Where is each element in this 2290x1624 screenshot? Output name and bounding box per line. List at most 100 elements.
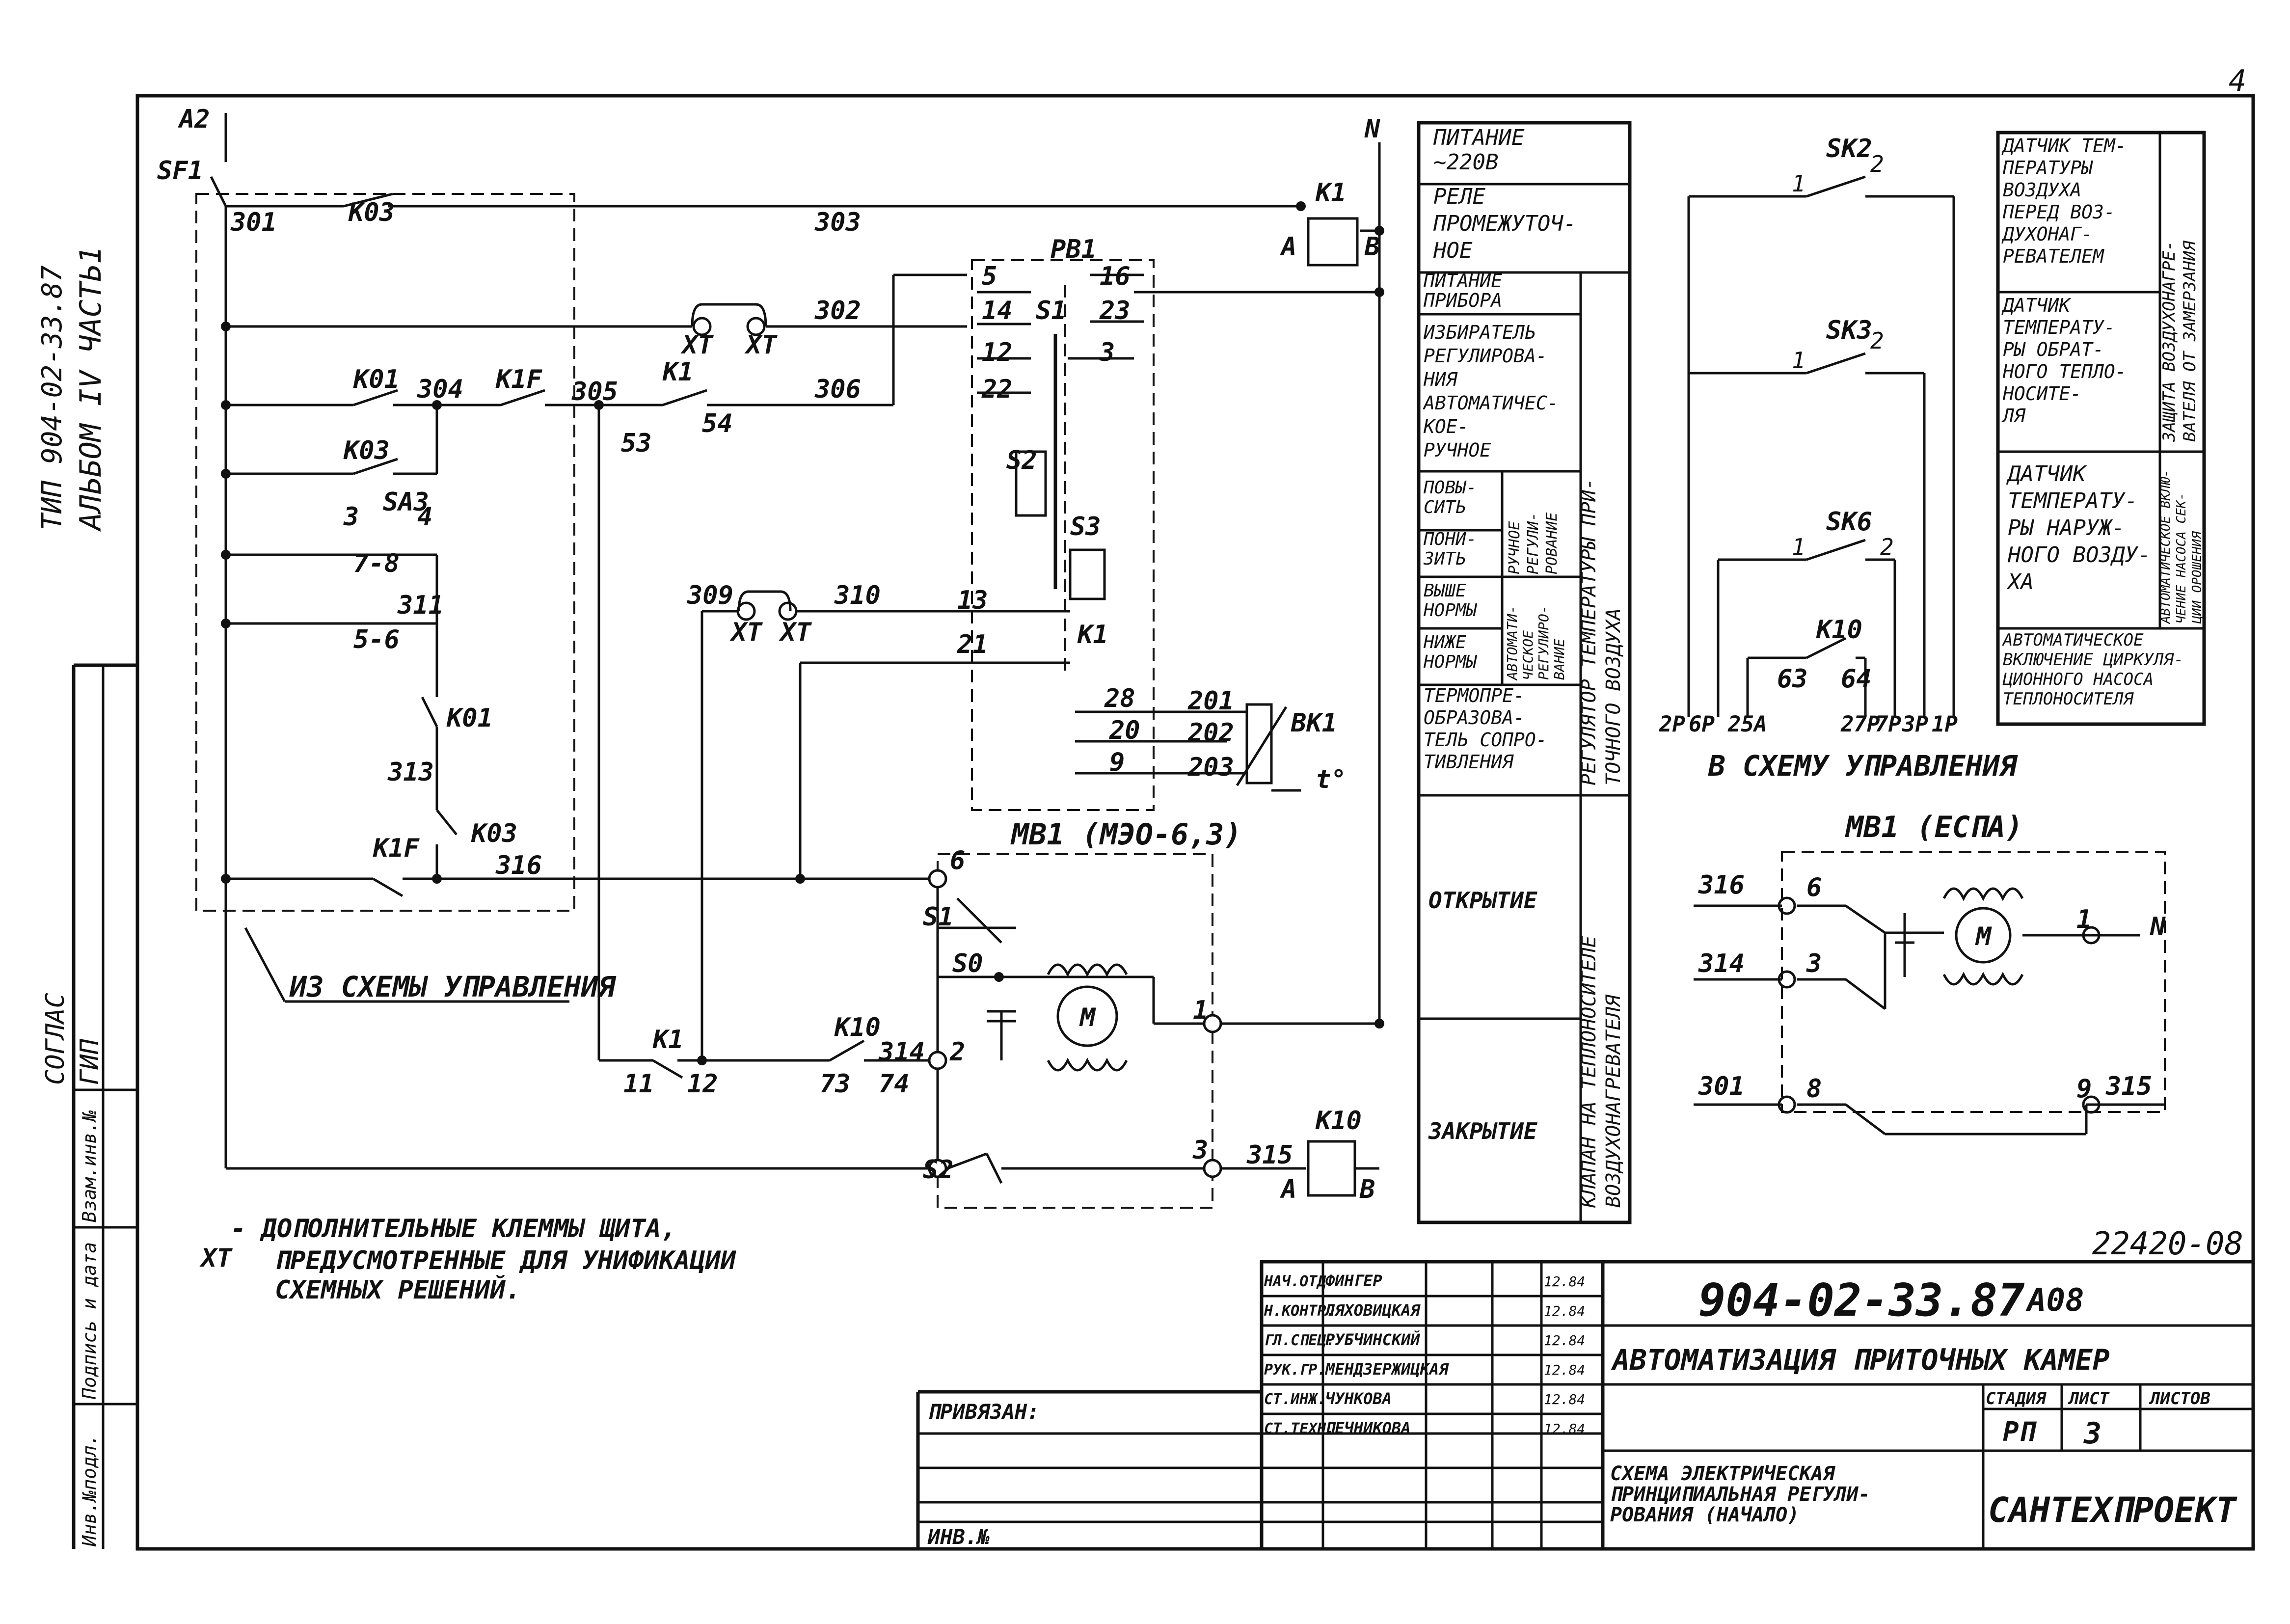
label-k03c: K03: [471, 819, 517, 848]
label-sa3: SA3: [383, 487, 429, 517]
sheet-value: 3: [2083, 1416, 2101, 1451]
legend-raise-line: СИТЬ: [1424, 497, 1466, 517]
legend-circulation-line: АВТОМАТИЧЕСКОЕ: [2002, 630, 2144, 650]
page-number: 4: [2229, 64, 2246, 98]
legend-mid-table: [1417, 121, 1632, 1224]
note-line-3: СХЕМНЫХ РЕШЕНИЙ.: [275, 1275, 521, 1305]
sk6-pin-2: 2: [1880, 534, 1894, 560]
label-s3: S3: [1070, 512, 1101, 541]
legend-circulation-line: ТЕПЛОНОСИТЕЛЯ: [2003, 689, 2134, 709]
legend-sensor-return-line: ТЕМПЕРАТУ-: [2003, 317, 2115, 338]
label-w203: 203: [1187, 753, 1234, 782]
legend-sensor-return-line: РЫ ОБРАТ-: [2003, 339, 2104, 360]
note-xt-symbol: XT: [199, 1244, 233, 1273]
label-c78: 7-8: [353, 549, 400, 578]
label-e1: 1: [2076, 905, 2092, 934]
label-e6: 6: [1806, 873, 1822, 902]
signature-name: РУБЧИНСКИЙ: [1325, 1330, 1420, 1349]
signature-name: ЛЯХОВИЦКАЯ: [1324, 1301, 1421, 1320]
signature-date: 12.84: [1544, 1332, 1585, 1349]
legend-relay-line: ПРОМЕЖУТОЧ-: [1433, 211, 1576, 236]
legend-sensor-outdoor-line: ДАТЧИК: [2006, 461, 2087, 487]
to-control-label: В СХЕМУ УПРАВЛЕНИЯ: [1708, 749, 2018, 783]
legend-manual-line: РОВАНИЕ: [1543, 513, 1561, 574]
legend-below-line: НИЖЕ: [1423, 632, 1466, 652]
signature-date: 12.84: [1544, 1421, 1585, 1437]
from-control-label: ИЗ СХЕМЫ УПРАВЛЕНИЯ: [289, 970, 617, 1003]
label-mb1: MB1 (МЭО-6,3): [1010, 817, 1242, 852]
sk2-pin-1: 1: [1792, 170, 1805, 197]
legend-auto-line: ВАНИЕ: [1551, 639, 1567, 680]
label-w201: 201: [1187, 686, 1234, 716]
label-w311: 311: [397, 591, 444, 620]
label-s1b: S1: [923, 902, 954, 932]
legend-valve-line: КЛАПАН НА ТЕПЛОНОСИТЕЛЕ: [1578, 936, 1600, 1208]
control-terminal: 1P: [1932, 712, 1958, 737]
inventory-label: ИНВ.№: [927, 1525, 990, 1549]
label-sa3_3: 3: [343, 502, 359, 532]
doc-code: 904-02-33.87: [1698, 1274, 2025, 1326]
legend-protection-line: ВАТЕЛЯ ОТ ЗАМЕРЗАНИЯ: [2180, 240, 2200, 442]
label-k10b: K10: [1315, 1106, 1362, 1136]
label-t6: 6: [950, 846, 965, 875]
legend-sensor-supply-line: ДАТЧИК ТЕМ-: [2001, 135, 2127, 157]
label-sa3_4: 4: [417, 502, 432, 532]
legend-sensor-supply-line: ПЕРЕД ВОЗ-: [2002, 201, 2115, 223]
legend-pump-line: ЧЕНИЕ НАСОСА СЕК-: [2174, 493, 2189, 623]
doc-mark: А08: [2025, 1282, 2084, 1319]
legend-auto-line: ЧЕСКОЕ: [1520, 630, 1536, 680]
label-w301: 301: [230, 208, 277, 237]
label-rb1: PB1: [1051, 235, 1097, 264]
label-xt1: XT: [680, 330, 714, 360]
label-w306: 306: [814, 375, 861, 404]
label-b2l: B: [1359, 1175, 1375, 1204]
bound-label: ПРИВЯЗАН:: [928, 1400, 1040, 1424]
label-k1c: K1: [652, 1025, 684, 1055]
control-terminal: 3P: [1902, 712, 1928, 737]
label-sk6: SK6: [1826, 507, 1872, 537]
legend-device-power-line: ПРИБОРА: [1423, 290, 1502, 311]
signature-date: 12.84: [1544, 1391, 1585, 1407]
legend-sensor-outdoor-line: НОГО ВОЗДУ-: [2007, 542, 2151, 568]
frame: [72, 94, 2255, 1551]
label-c73: 73: [820, 1069, 851, 1099]
legend-relay-line: РЕЛЕ: [1433, 184, 1485, 209]
signature-name: МЕНДЗЕРЖИЦКАЯ: [1325, 1360, 1449, 1379]
legend-raise-line: ПОВЫ-: [1423, 478, 1477, 498]
legend-pump-line: ЦИИ ОРОШЕНИЯ: [2190, 531, 2205, 624]
legend-manual-line: РЕГУЛИ-: [1525, 513, 1542, 574]
label-em: M: [1975, 922, 1992, 951]
legend-sensor-supply-line: ВОЗДУХА: [2003, 179, 2081, 201]
legend-sensor-return-line: НОСИТЕ-: [2002, 383, 2081, 405]
margin-stamp-inv: Инв.№подл.: [79, 1434, 100, 1547]
label-e8: 8: [1806, 1074, 1822, 1104]
signature-name: ФИНГЕР: [1325, 1272, 1382, 1290]
label-k03b: K03: [343, 436, 390, 465]
legend-below-line: НОРМЫ: [1423, 652, 1478, 672]
stage-value: РП: [2003, 1416, 2037, 1447]
legend-thermo-line: ТЕРМОПРЕ-: [1424, 685, 1525, 706]
legend-manual-line: РУЧНОЕ: [1506, 521, 1523, 574]
label-c9: 9: [1109, 748, 1125, 777]
label-w202: 202: [1187, 718, 1234, 748]
note-line-1: - ДОПОЛНИТЕЛЬНЫЕ КЛЕММЫ ЩИТА,: [231, 1214, 676, 1244]
legend-relay-line: НОЕ: [1433, 238, 1473, 263]
control-terminal: 7P: [1875, 712, 1901, 737]
label-b: B: [1364, 232, 1380, 262]
label-xt3: XT: [729, 618, 763, 647]
label-c63: 63: [1777, 664, 1808, 694]
label-e9: 9: [2076, 1074, 2092, 1104]
label-w305: 305: [571, 377, 618, 406]
label-a: A: [1280, 232, 1296, 262]
legend-text: ПИТАНИЕ~220ВРЕЛЕПРОМЕЖУТОЧ-НОЕПИТАНИЕПРИ…: [1423, 125, 2205, 1208]
signature-date: 12.84: [1544, 1303, 1585, 1319]
margin-gip: ГИП: [75, 1038, 105, 1085]
label-w304: 304: [417, 375, 463, 404]
sheet-description-line: СХЕМА ЭЛЕКТРИЧЕСКАЯ: [1610, 1462, 1835, 1485]
legend-selector-line: ИЗБИРАТЕЛЬ: [1423, 322, 1536, 343]
sk6-pin-1: 1: [1792, 534, 1805, 560]
label-k01: K01: [353, 365, 400, 394]
